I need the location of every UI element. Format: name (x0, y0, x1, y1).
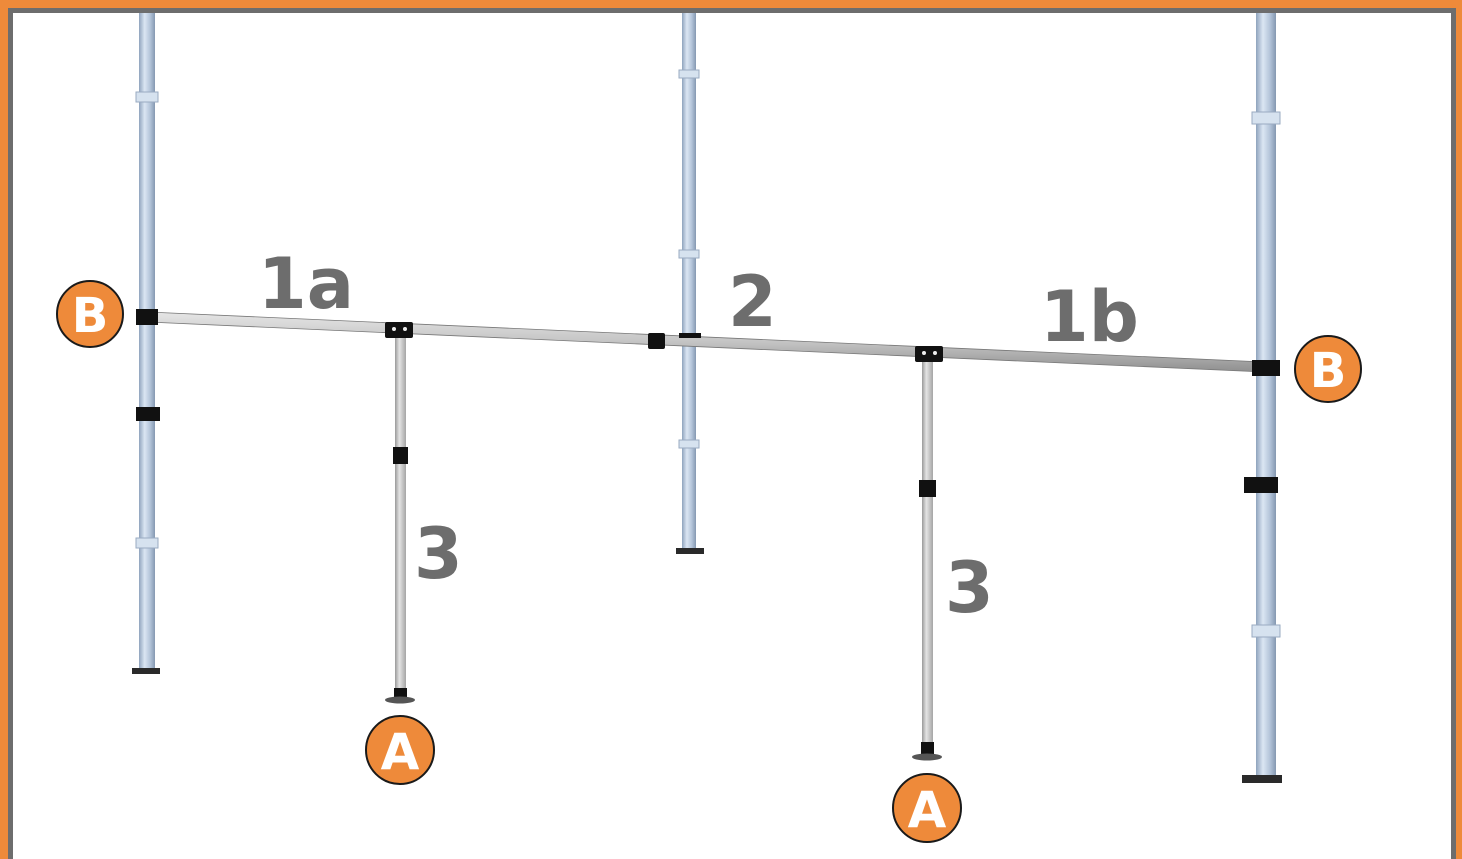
badge-b-right: B (1294, 335, 1362, 403)
badge-b-left: B (56, 280, 124, 348)
right-t-connector (915, 346, 943, 362)
left-upright-pole (132, 13, 160, 674)
left-drop-leg (385, 334, 415, 704)
right-end-connector (1252, 360, 1280, 376)
right-upright-pole (1242, 13, 1282, 783)
beam-2-label: 2 (728, 261, 777, 343)
badge-a-right: A (892, 773, 962, 843)
beam-1a-label: 1a (258, 243, 354, 325)
right-leg-label: 3 (945, 547, 994, 629)
left-end-connector (136, 309, 158, 325)
beam-1b-label: 1b (1040, 276, 1139, 358)
svg-text:B: B (1310, 343, 1347, 399)
badge-a-left: A (365, 715, 435, 785)
middle-joint-connector (648, 333, 665, 349)
left-t-connector (385, 322, 413, 338)
svg-text:A: A (908, 781, 947, 839)
svg-text:B: B (72, 288, 109, 344)
frame-right-border (1456, 0, 1462, 859)
svg-text:A: A (381, 723, 420, 781)
frame-top-border (0, 0, 1462, 8)
diagram-canvas (8, 8, 1456, 859)
left-leg-label: 3 (414, 513, 463, 595)
middle-upright-pole (676, 13, 704, 554)
beam-connectors (136, 309, 1280, 376)
frame-left-border (0, 0, 8, 859)
right-drop-leg (912, 358, 942, 761)
